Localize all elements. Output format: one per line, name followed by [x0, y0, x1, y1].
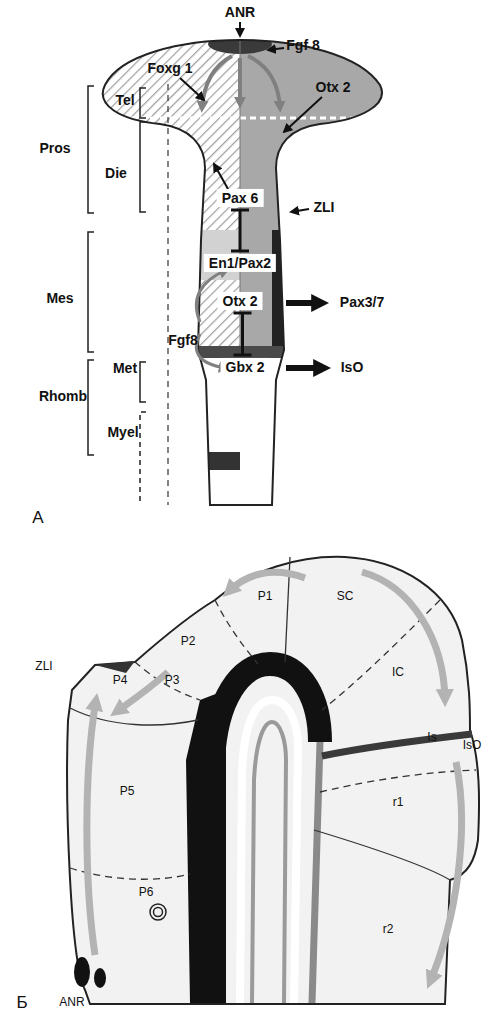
- tube-background: [0, 30, 492, 510]
- gene-box: Pax 6: [217, 189, 264, 207]
- region-label: P3: [165, 674, 180, 687]
- brain-outline: [67, 557, 479, 1004]
- neural-tube-outline: [103, 40, 382, 505]
- double-circle: [154, 908, 163, 917]
- gene-label: Pax3/7: [340, 295, 384, 310]
- region-label: IC: [392, 666, 404, 679]
- repression-connector: [231, 210, 249, 251]
- bracket: [88, 86, 94, 213]
- signal-arrow: [87, 700, 96, 955]
- region-label: P5: [120, 785, 135, 798]
- region-label: Mes: [46, 291, 73, 306]
- ventricle-wall: [212, 664, 320, 1003]
- bold-arrow: [286, 365, 324, 371]
- gene-label: Fgf 8: [286, 38, 319, 53]
- gene-label: Fgf8: [168, 333, 198, 348]
- signal-arrow: [238, 58, 242, 104]
- neural-tube-fill: [0, 30, 492, 510]
- boundary-line: [314, 830, 450, 880]
- bracket: [88, 232, 94, 352]
- boundary-dashed: [320, 770, 476, 792]
- anr-spot: [74, 957, 90, 987]
- region-label: P2: [181, 635, 196, 648]
- region-label: Die: [105, 166, 127, 181]
- bracket: [140, 362, 146, 402]
- region-label: IsO: [341, 360, 364, 375]
- region-label: ANR: [225, 5, 255, 20]
- ventricle-wall: [312, 742, 320, 1003]
- gene-name: Gbx 2: [226, 359, 265, 375]
- panel-letter: A: [32, 509, 43, 528]
- leader-arrow: [268, 48, 284, 50]
- leader-arrow: [214, 164, 228, 189]
- region-label: Tel: [115, 93, 134, 108]
- leader-arrow: [239, 22, 241, 36]
- leader-arrow: [291, 209, 309, 212]
- gene-box: Otx 2: [217, 292, 262, 310]
- bracket: [140, 88, 146, 118]
- gene-box: Gbx 2: [221, 358, 270, 376]
- gene-name: En1/Pax2: [209, 255, 271, 271]
- hindbrain-stripe: [200, 452, 240, 470]
- region-label: SC: [337, 590, 354, 603]
- repression-connector: [234, 313, 252, 355]
- region-label: Myel: [107, 425, 138, 440]
- gene-name: Pax 6: [222, 190, 259, 206]
- region-label: P1: [258, 590, 273, 603]
- region-label: Pros: [39, 141, 70, 156]
- region-label: r2: [383, 923, 394, 936]
- region-label: Is: [427, 731, 436, 744]
- gene-name: Otx 2: [222, 293, 257, 309]
- region-label: P4: [113, 674, 128, 687]
- anr-spot: [94, 968, 106, 988]
- region-label: r1: [393, 796, 404, 809]
- bracket: [140, 122, 146, 212]
- region-label: Met: [113, 361, 137, 376]
- region-label: ZLI: [314, 200, 335, 215]
- signal-arrow: [228, 572, 305, 592]
- region-label: ANR: [59, 996, 84, 1009]
- otx2-hatched-domain: [0, 280, 240, 346]
- zli-stripe: [95, 661, 135, 673]
- gene-label: Foxg 1: [147, 61, 192, 76]
- isthmic-organizer-band: [322, 734, 472, 756]
- ventricle: [240, 700, 298, 1003]
- signal-arrow: [202, 56, 232, 108]
- region-label: IsO: [463, 739, 482, 752]
- ventricle-lining: [252, 722, 286, 1003]
- leader-arrow: [284, 97, 322, 132]
- region-label: P6: [139, 886, 154, 899]
- leader-arrow: [180, 78, 204, 100]
- gene-box: En1/Pax2: [204, 254, 276, 272]
- bracket: [88, 360, 94, 455]
- axis-dashed-line: [167, 84, 168, 505]
- signal-arrow: [248, 56, 280, 108]
- bracket: [140, 412, 146, 505]
- panel-letter: Б: [16, 994, 27, 1013]
- double-circle: [150, 904, 166, 920]
- boundary-dashed: [215, 600, 258, 664]
- region-label: Rhomb: [39, 389, 87, 404]
- bold-arrow: [286, 300, 322, 306]
- region-label: ZLI: [35, 660, 52, 673]
- gene-label: Otx 2: [315, 80, 350, 95]
- signal-arrow: [430, 762, 462, 982]
- signal-arrow: [362, 572, 445, 700]
